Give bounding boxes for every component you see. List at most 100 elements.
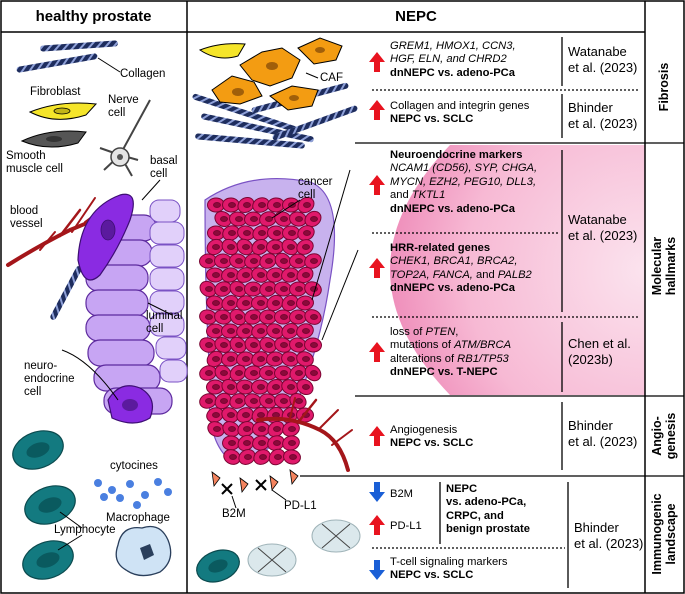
cancer-cell-nucleus [257,412,265,418]
cancer-cell-nucleus [280,216,288,222]
cancer-cell-nucleus [250,314,258,320]
cancer-cell-nucleus [227,328,235,334]
cancer-cell-nucleus [265,286,273,292]
up-arrow-icon [369,342,385,362]
cancer-cell-nucleus [205,258,213,264]
cancer-cell-nucleus [310,286,318,292]
cancer-cell-nucleus [257,356,265,362]
cancer-cell-nucleus [220,370,228,376]
label-cytocines: cytocines [110,460,158,472]
cancer-cell-nucleus [295,286,303,292]
cancer-cell-nucleus [287,328,295,334]
cancer-cell-nucleus [235,258,243,264]
cancer-cell-nucleus [287,272,295,278]
fibrosis-block-2: Collagen and integrin genes NEPC vs. SCL… [390,100,530,126]
cancer-cell-nucleus [257,244,265,250]
cancer-cell-nucleus [243,440,251,446]
cancer-cell-nucleus [242,356,250,362]
cancer-cell-nucleus [235,398,243,404]
cancer-cell-nucleus [287,384,295,390]
cancer-cell-nucleus [265,258,273,264]
cancer-cell-nucleus [302,244,310,250]
cancer-cell-nucleus [272,300,280,306]
cancer-cell-nucleus [257,384,265,390]
label-fibroblast: Fibroblast [30,86,81,98]
cancer-cell-nucleus [242,272,250,278]
cancer-cell-nucleus [243,202,251,208]
cancer-cell-nucleus [287,356,295,362]
cancer-cell-nucleus [280,258,288,264]
ne-markers-block: Neuroendocrine markers NCAM1 (CD56), SYP… [390,149,538,215]
cancer-cell-nucleus [242,300,250,306]
cancer-cell-nucleus [227,412,235,418]
cancer-cell-nucleus [212,300,220,306]
cancer-cell-nucleus [242,412,250,418]
up-arrow-icon [369,52,385,72]
cancer-cell-nucleus [250,398,258,404]
cancer-cell-nucleus [310,258,318,264]
cancer-cell-nucleus [303,230,311,236]
cancer-cell-nucleus [228,440,236,446]
cancer-cell-nucleus [212,412,220,418]
cancer-cell-nucleus [205,370,213,376]
cancer-cell-nucleus [273,426,281,432]
cancer-cell-nucleus [220,286,228,292]
angio-block: Angiogenesis NEPC vs. SCLC [390,424,474,450]
absent-cells [247,519,361,577]
cancer-cell-nucleus [228,230,236,236]
cancer-cell-nucleus [310,370,318,376]
down-arrows [369,482,385,580]
cancer-cell-nucleus [289,454,297,460]
cancer-cell-nucleus [235,216,243,222]
cancer-cell-nucleus [273,440,281,446]
cancer-cells [199,196,322,466]
cancer-cell-nucleus [280,314,288,320]
cancer-cell-nucleus [250,216,258,222]
hrr-block: HRR-related genes CHEK1, BRCA1, BRCA2, T… [390,242,532,295]
up-arrow-icon [369,258,385,278]
cancer-cell-nucleus [302,272,310,278]
cancer-cell-nucleus [288,426,296,432]
fibrosis-block-1: GREM1, HMOX1, CCN3, HGF, ELN, and CHRD2 … [390,40,516,79]
cancer-cell-nucleus [295,314,303,320]
cancer-cell-nucleus [258,426,266,432]
label-macrophage: Macrophage [106,512,170,524]
cancer-cell-nucleus [227,384,235,390]
immune-bracket-text: NEPC vs. adeno-PCa, CRPC, and benign pro… [446,483,530,536]
cancer-cell-nucleus [280,342,288,348]
cancer-cell-nucleus [227,300,235,306]
cancer-cell-nucleus [280,370,288,376]
cancer-cell-nucleus [287,300,295,306]
cancer-cell-nucleus [265,370,273,376]
immune-tcell-block: T-cell signaling markers NEPC vs. SCLC [390,556,508,582]
label-lymphocyte: Lymphocyte [54,524,116,536]
cancer-cell-nucleus [213,426,221,432]
pdl1-markers [211,469,299,494]
cancer-cell-nucleus [295,398,303,404]
cancer-cell-nucleus [227,244,235,250]
cancer-cell-nucleus [235,314,243,320]
label-caf: CAF [320,72,343,84]
cancer-cell-nucleus [220,314,228,320]
cancer-cell-nucleus [212,328,220,334]
cancer-cell-nucleus [272,272,280,278]
cancer-cell-nucleus [220,216,228,222]
side-angiogenesis: Angio-genesis [650,412,678,460]
cancer-cell-nucleus [265,398,273,404]
immune-b2m: B2M [390,488,414,500]
cytocine-dots [94,478,172,509]
cancer-cell-nucleus [228,426,236,432]
cancer-cell-nucleus [250,342,258,348]
ref-chen: Chen et al.(2023b) [568,336,631,367]
cancer-cell-nucleus [259,454,267,460]
